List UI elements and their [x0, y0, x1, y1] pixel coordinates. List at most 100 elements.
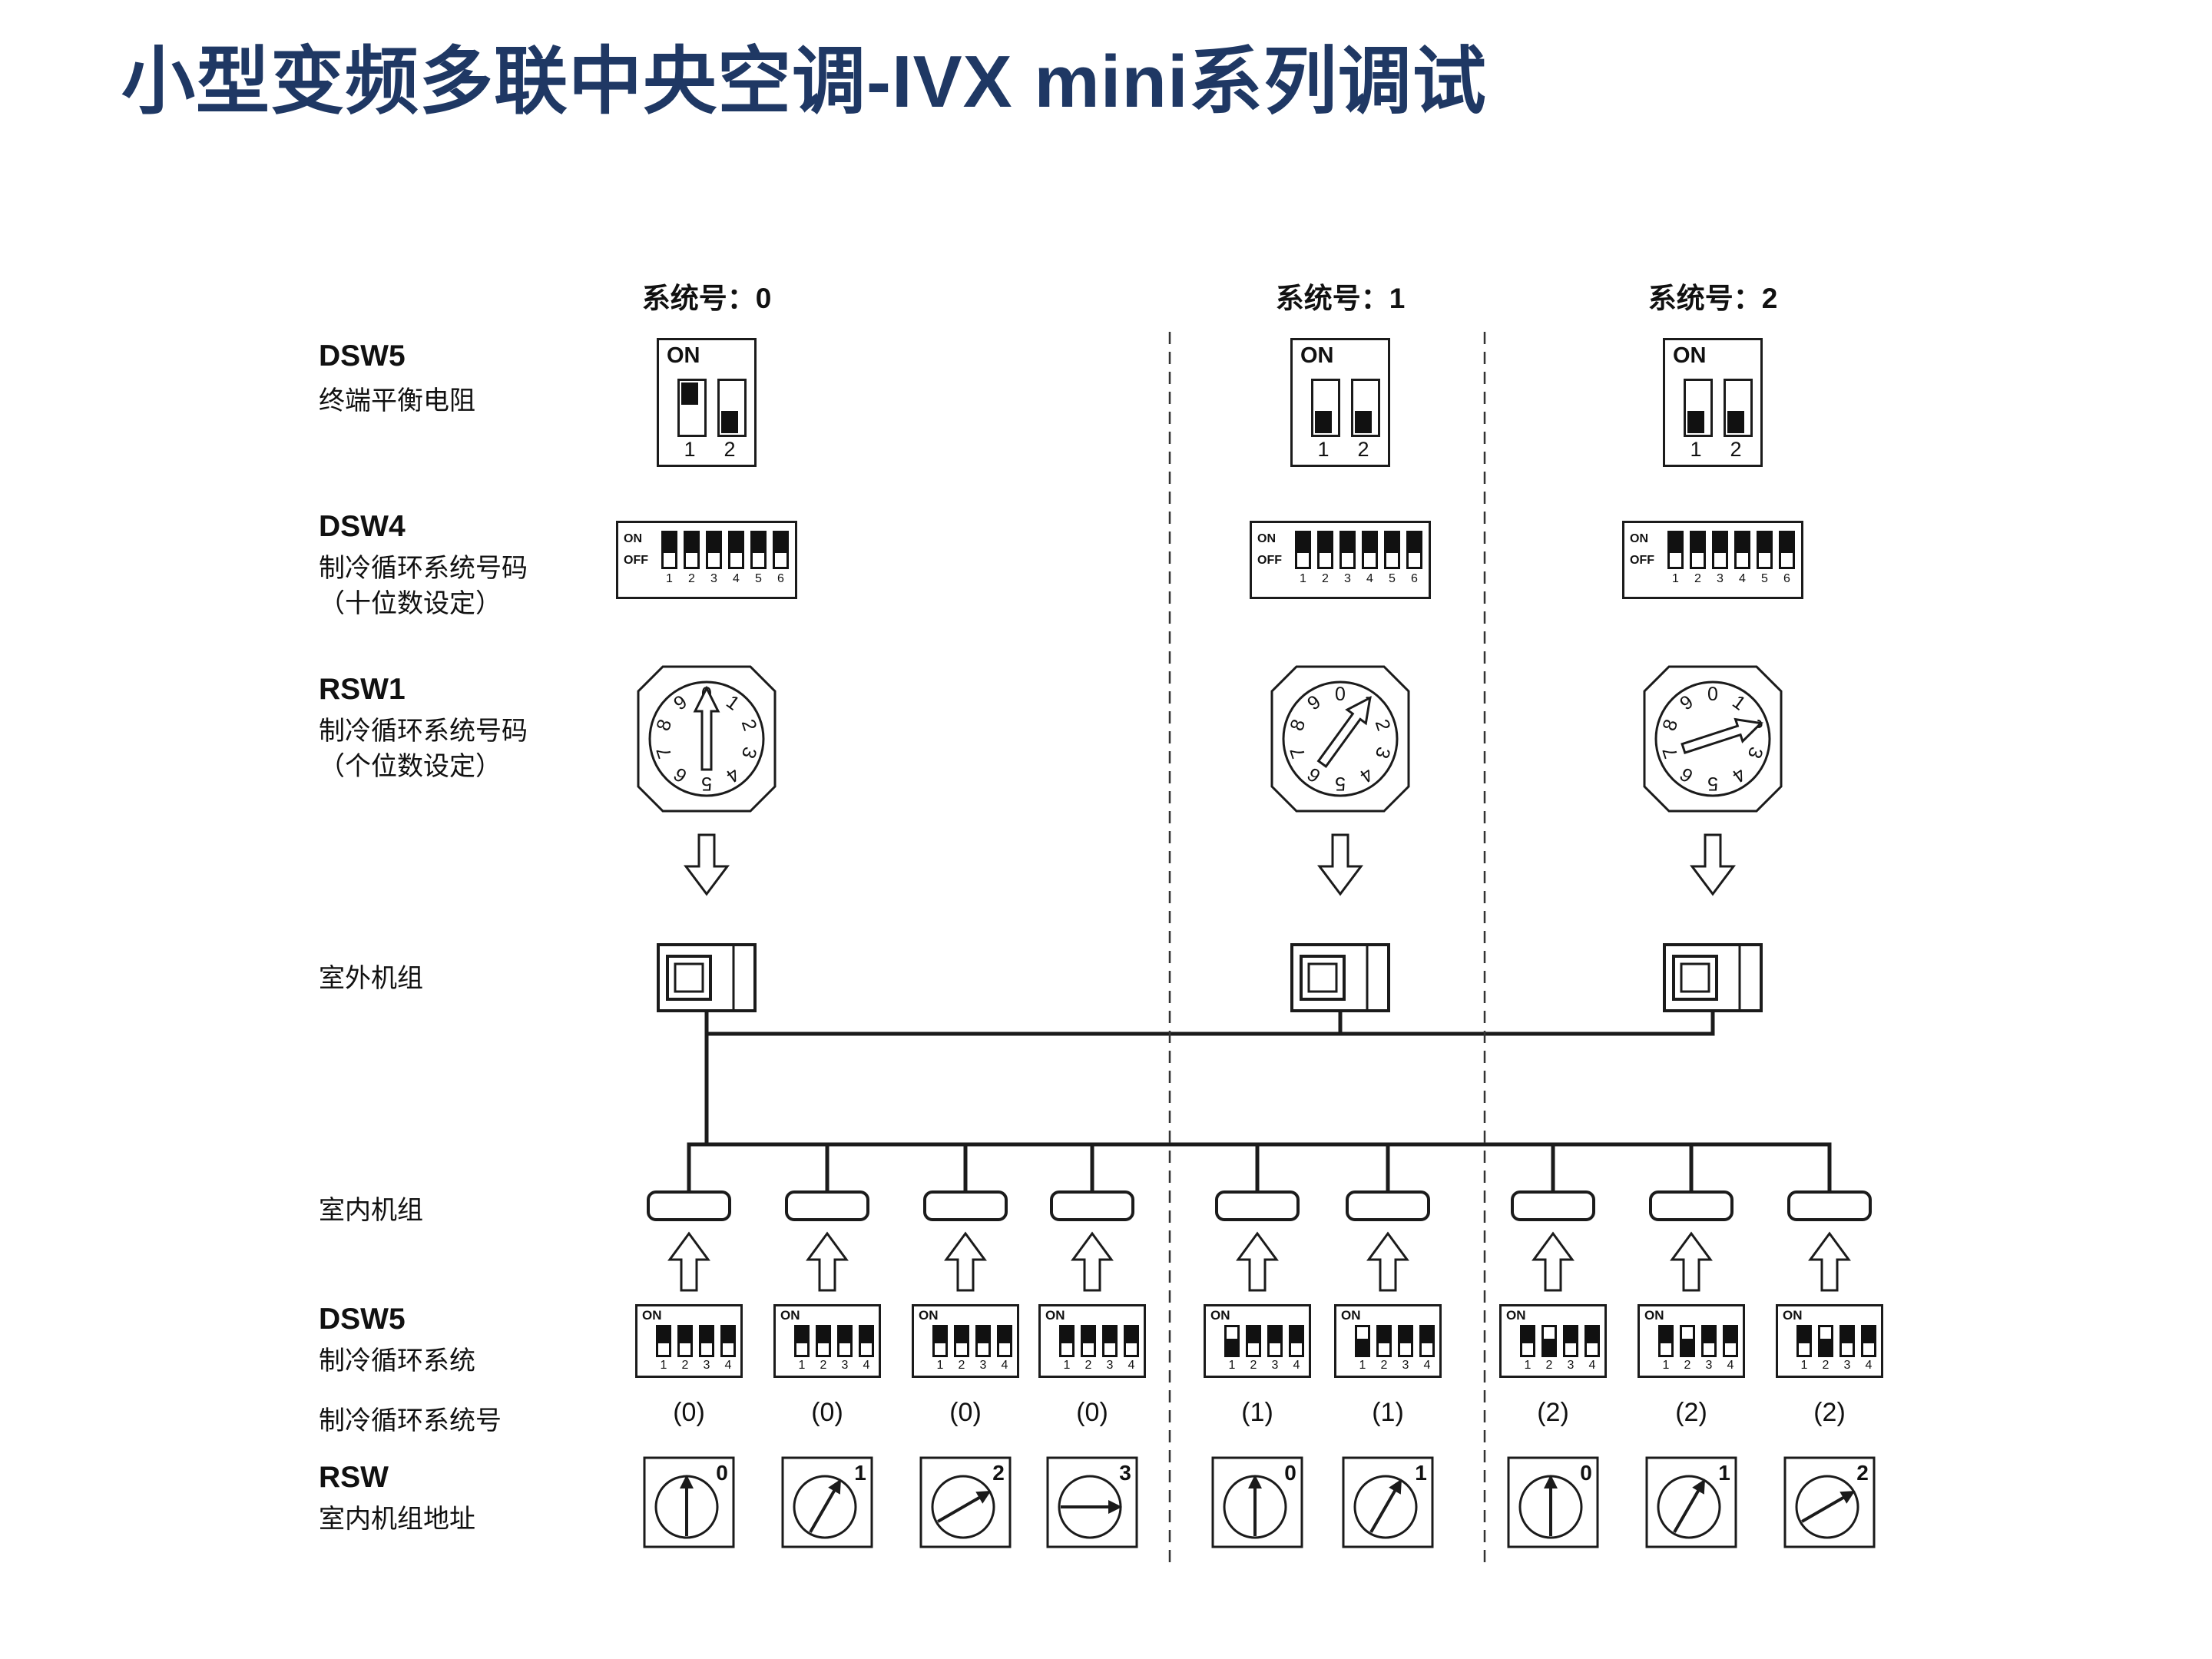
cycle-number-2: (0) — [949, 1398, 982, 1427]
pin-label: 2 — [1357, 438, 1369, 461]
rsw-pointer-head — [680, 1475, 694, 1488]
rsw-pointer — [809, 1479, 841, 1533]
dip-switch-2 — [954, 1325, 969, 1357]
rsw-indoor-2: 2 — [919, 1456, 1012, 1548]
dip-switch-1 — [1667, 531, 1684, 569]
rsw-pointer-line — [1801, 1492, 1851, 1523]
up-arrow-shape — [1808, 1231, 1851, 1292]
indoor-body — [1215, 1190, 1300, 1221]
label-indoor-unit: 室内机组 — [319, 1196, 423, 1225]
cycle-number-6: (2) — [1537, 1398, 1569, 1427]
rsw-value: 3 — [1119, 1461, 1131, 1485]
dip-switch-1 — [677, 379, 707, 437]
switch-handle — [1104, 1343, 1115, 1355]
rsw-value: 1 — [1718, 1461, 1730, 1485]
pin-label: 1 — [1300, 572, 1306, 585]
on-label: ON — [1300, 343, 1334, 368]
dip-switch-2 — [1317, 531, 1333, 569]
switch-handle — [1320, 553, 1331, 567]
indoor-body — [785, 1190, 869, 1221]
rsw1-pointer — [1681, 717, 1763, 754]
pin-label: 2 — [1084, 1359, 1092, 1372]
dip-switch-1 — [1796, 1325, 1812, 1357]
rsw-indoor-3: 3 — [1046, 1456, 1138, 1548]
pin-label: 4 — [1865, 1359, 1873, 1372]
label-dsw5-bottom-name: DSW5 — [319, 1303, 406, 1336]
rsw-value: 2 — [1856, 1461, 1869, 1485]
rsw-pointer — [1673, 1479, 1705, 1533]
rsw1-number: 0 — [1335, 684, 1346, 705]
up-arrow-indoor-8 — [1808, 1231, 1851, 1292]
dip-switch-4 — [1419, 1325, 1435, 1357]
rsw-pointer-head — [1839, 1491, 1856, 1504]
switch-handle — [1409, 553, 1420, 567]
rsw-value: 0 — [716, 1461, 728, 1485]
off-label: OFF — [624, 554, 648, 567]
cycle-number-0: (0) — [673, 1398, 705, 1427]
switch-handle — [1820, 1327, 1831, 1339]
switch-handle — [753, 553, 764, 567]
label-rsw-name: RSW — [319, 1461, 389, 1494]
switch-handle — [1725, 1343, 1736, 1355]
switch-handle — [1083, 1343, 1094, 1355]
switch-handle — [1364, 553, 1376, 567]
switch-handle — [1670, 553, 1681, 567]
rsw-value: 0 — [1580, 1461, 1592, 1485]
pin-label: 1 — [666, 572, 673, 585]
dip-switch-3 — [706, 531, 722, 569]
pin-label: 1 — [660, 1359, 667, 1372]
switch-handle — [935, 1343, 945, 1355]
up-arrow-shape — [1670, 1231, 1713, 1292]
dip-switch-2 — [1818, 1325, 1833, 1357]
system-header-2: 系统号：2 — [1647, 283, 1778, 314]
pin-label: 2 — [1545, 1359, 1553, 1372]
rsw-indoor-6: 0 — [1507, 1456, 1599, 1548]
pin-label: 4 — [1588, 1359, 1596, 1372]
dip-switch-2 — [1246, 1325, 1261, 1357]
pin-label: 5 — [755, 572, 762, 585]
switch-handle — [658, 1343, 669, 1355]
pin-label: 5 — [1761, 572, 1768, 585]
pin-label: 3 — [1106, 1359, 1114, 1372]
dip-switch-2 — [717, 379, 747, 437]
switch-handle — [681, 382, 698, 405]
switch-handle — [1759, 553, 1770, 567]
down-arrow-shape — [684, 833, 730, 896]
dip-switch-3 — [1102, 1325, 1118, 1357]
cycle-number-4: (1) — [1241, 1398, 1273, 1427]
rsw-indoor-7: 1 — [1645, 1456, 1737, 1548]
dip-switch-2 — [1081, 1325, 1096, 1357]
pin-label: 6 — [1411, 572, 1418, 585]
dip-switch-2 — [1680, 1325, 1695, 1357]
dip-switch-4 — [1584, 1325, 1600, 1357]
page-title: 小型变频多联中央空调-IVX mini系列调试 — [121, 41, 1487, 123]
pin-label: 2 — [688, 572, 695, 585]
dip-switch-2 — [677, 1325, 693, 1357]
pin-label: 4 — [1739, 572, 1746, 585]
pin-label: 2 — [681, 1359, 689, 1372]
switch-handle — [686, 553, 697, 567]
down-arrow-system-1 — [1317, 833, 1363, 896]
switch-handle — [796, 1343, 807, 1355]
pin-label: 2 — [1684, 1359, 1691, 1372]
rsw-indoor-8: 2 — [1783, 1456, 1876, 1548]
down-arrow-shape — [1317, 833, 1363, 896]
off-label: OFF — [1257, 554, 1282, 567]
dip-switch-6 — [1406, 531, 1422, 569]
dip-switch-3 — [837, 1325, 853, 1357]
on-label: ON — [1210, 1308, 1230, 1323]
pin-label: 3 — [1402, 1359, 1409, 1372]
pin-label: 3 — [1567, 1359, 1575, 1372]
up-arrow-indoor-3 — [1071, 1231, 1114, 1292]
up-arrow-shape — [667, 1231, 710, 1292]
dip-switch-5 — [1384, 531, 1400, 569]
switch-handle — [730, 553, 742, 567]
label-dsw5-top-desc: 终端平衡电阻 — [319, 386, 475, 416]
label-cycle-number: 制冷循环系统号 — [319, 1406, 502, 1435]
